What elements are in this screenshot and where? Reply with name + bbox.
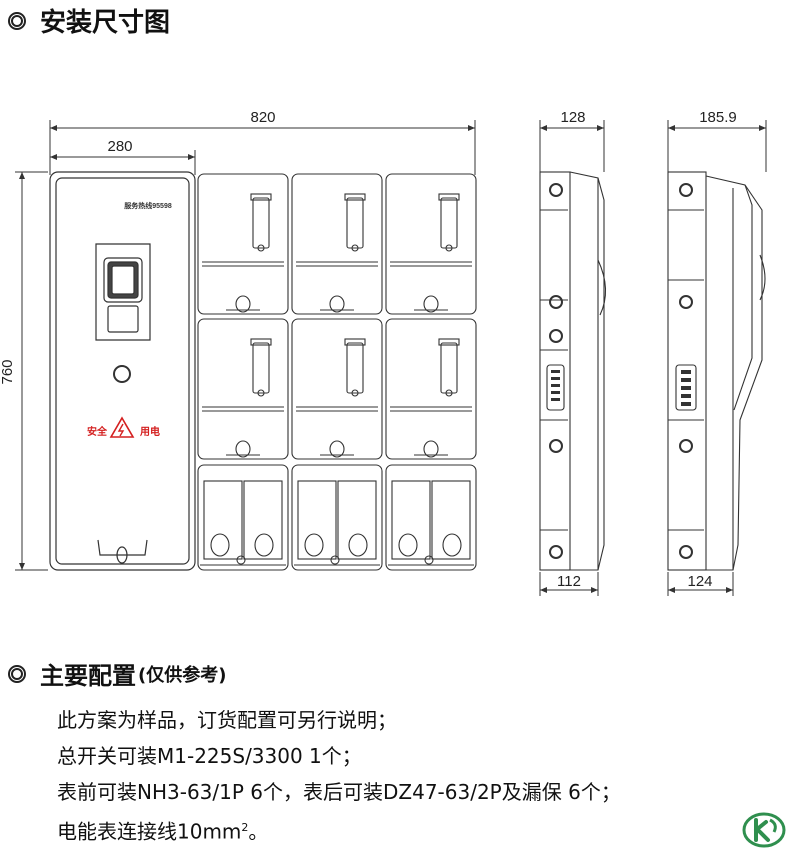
latch-icon bbox=[329, 440, 345, 458]
install-section-heading: 安装尺寸图 bbox=[8, 2, 170, 39]
latch-icon bbox=[329, 295, 345, 313]
meter-window bbox=[440, 197, 458, 249]
meter-window bbox=[252, 342, 270, 394]
depth-view bbox=[667, 171, 766, 571]
meter-window bbox=[346, 197, 364, 249]
meter-window bbox=[346, 342, 364, 394]
dim-back-depth: 185.9 bbox=[699, 109, 737, 126]
latch-icon bbox=[423, 440, 439, 458]
breaker-toggle bbox=[442, 533, 462, 557]
company-logo-icon bbox=[742, 812, 786, 848]
breaker-slot bbox=[391, 480, 431, 560]
breaker-toggle bbox=[304, 533, 324, 557]
breaker-slot bbox=[297, 480, 337, 560]
meter-compartment bbox=[385, 318, 477, 460]
config-line: 此方案为样品，订货配置可另行说明； bbox=[57, 708, 397, 732]
cable-suffix: 。 bbox=[248, 819, 269, 844]
breaker-compartment bbox=[197, 464, 289, 571]
breaker-slot bbox=[431, 480, 471, 560]
breaker-toggle bbox=[254, 533, 274, 557]
breaker-slot bbox=[337, 480, 377, 560]
config-line: 总开关可装M1-225S/3300 1个； bbox=[57, 744, 362, 768]
circle-bullet-icon bbox=[8, 664, 26, 683]
high-voltage-warning-icon bbox=[109, 416, 135, 438]
config-line-cable: 电能表连接线10mm2。 bbox=[57, 810, 621, 850]
circle-bullet-icon bbox=[8, 11, 26, 30]
front-view bbox=[49, 171, 196, 571]
installation-drawing: 820 280 760 128 112 185.9 124 服务热线95598 … bbox=[0, 109, 767, 596]
dim-left-panel-width: 280 bbox=[107, 138, 132, 155]
breaker-compartment bbox=[291, 464, 383, 571]
dimension-lines bbox=[15, 120, 767, 596]
breaker-compartment bbox=[385, 464, 477, 571]
dim-back-base: 124 bbox=[687, 573, 712, 590]
dim-height: 760 bbox=[0, 359, 16, 384]
latch-icon bbox=[423, 295, 439, 313]
config-section-title: 主要配置 bbox=[40, 662, 136, 690]
breaker-toggle bbox=[348, 533, 368, 557]
breaker-slot bbox=[243, 480, 283, 560]
latch-icon bbox=[235, 295, 251, 313]
dim-total-width: 820 bbox=[250, 109, 275, 126]
dim-side-depth: 128 bbox=[560, 109, 585, 126]
safety-label-left: 安全 bbox=[87, 425, 108, 438]
meter-window bbox=[252, 197, 270, 249]
cable-superscript: 2 bbox=[241, 821, 249, 834]
meter-compartment bbox=[291, 173, 383, 315]
meter-window bbox=[440, 342, 458, 394]
meter-compartment bbox=[197, 173, 289, 315]
dimension-labels: 820 280 760 128 112 185.9 124 bbox=[0, 109, 737, 590]
dim-side-base: 112 bbox=[557, 573, 581, 590]
meter-compartment bbox=[291, 318, 383, 460]
breaker-toggle bbox=[398, 533, 418, 557]
meter-compartments bbox=[197, 173, 477, 571]
meter-compartment bbox=[385, 173, 477, 315]
latch-icon bbox=[235, 440, 251, 458]
safety-label-right: 用电 bbox=[139, 425, 160, 438]
breaker-toggle bbox=[210, 533, 230, 557]
breaker-slot bbox=[203, 480, 243, 560]
config-section-heading: 主要配置 (仅供参考) bbox=[8, 656, 226, 691]
meter-compartment bbox=[197, 318, 289, 460]
install-section-title: 安装尺寸图 bbox=[40, 8, 171, 38]
hotline-label: 服务热线95598 bbox=[124, 201, 172, 210]
config-spec-list: 此方案为样品，订货配置可另行说明； 总开关可装M1-225S/3300 1个； … bbox=[57, 702, 621, 850]
side-view bbox=[539, 171, 607, 571]
config-line: 表前可装NH3-63/1P 6个，表后可装DZ47-63/2P及漏保 6个； bbox=[57, 780, 621, 804]
cable-text: 电能表连接线10mm bbox=[57, 819, 242, 844]
safety-mark: 安全 用电 bbox=[87, 416, 160, 438]
config-section-note: (仅供参考) bbox=[138, 664, 227, 686]
